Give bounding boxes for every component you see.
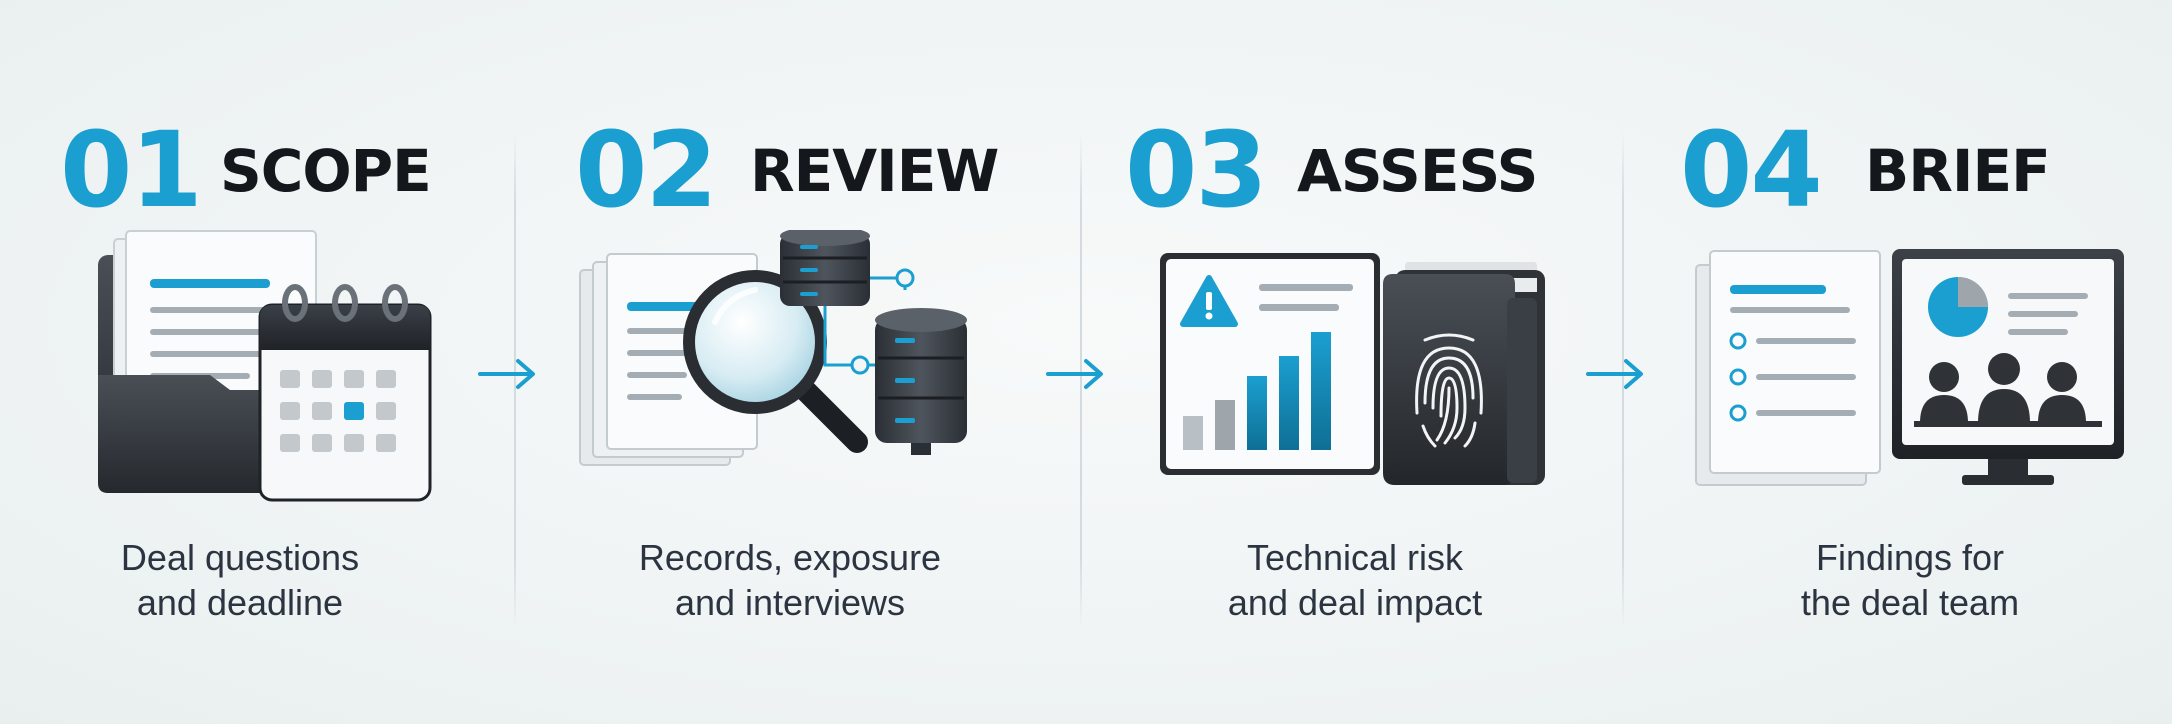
document-and-calendar-icon	[90, 225, 470, 514]
step-divider	[1080, 130, 1082, 630]
step-title: ASSESS	[1297, 137, 1538, 205]
arrow-right-icon	[1046, 359, 1103, 389]
caption-line: Records, exposure	[638, 537, 942, 578]
caption-line: Findings for	[1815, 537, 2005, 578]
arrow-right-icon	[478, 359, 535, 389]
report-and-presentation-monitor-icon	[1692, 245, 2132, 499]
arrow-right-icon	[1586, 359, 1643, 389]
step-caption: Findings for the deal team	[1695, 535, 2125, 625]
caption-line: and interviews	[674, 582, 906, 623]
step-divider	[1622, 130, 1624, 630]
risk-chart-and-fingerprint-folder-icon	[1155, 248, 1555, 497]
step-number: 04	[1680, 109, 1823, 231]
step-number: 01	[60, 109, 203, 231]
caption-line: the deal team	[1800, 582, 2020, 623]
caption-line: and deadline	[136, 582, 344, 623]
step-assess: 03 ASSESS	[1125, 0, 1565, 724]
step-caption: Records, exposure and interviews	[590, 535, 990, 625]
step-scope: 01 SCOPE	[60, 0, 480, 724]
caption-line: Technical risk	[1246, 537, 1464, 578]
step-title: BRIEF	[1865, 137, 2051, 205]
step-review: 02 REVIEW	[575, 0, 999, 724]
step-number: 02	[575, 109, 718, 231]
step-caption: Deal questions and deadline	[60, 535, 420, 625]
step-number: 03	[1125, 109, 1268, 231]
document-magnifier-database-icon	[575, 226, 1025, 494]
step-divider	[514, 130, 516, 630]
step-title: SCOPE	[220, 137, 432, 205]
step-title: REVIEW	[750, 137, 999, 205]
step-brief: 04 BRIEF	[1680, 0, 2140, 724]
caption-line: Deal questions	[120, 537, 360, 578]
caption-line: and deal impact	[1227, 582, 1483, 623]
step-caption: Technical risk and deal impact	[1155, 535, 1555, 625]
